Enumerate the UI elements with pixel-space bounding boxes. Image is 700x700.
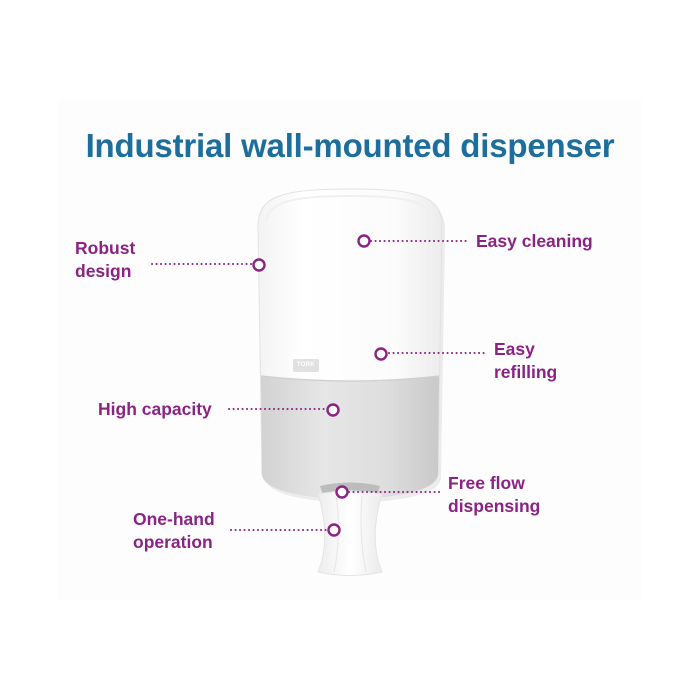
page-title: Industrial wall-mounted dispenser (85, 127, 615, 164)
label-robust-design: Robust design (75, 238, 136, 281)
label-high-capacity: High capacity (98, 399, 212, 419)
label-easy-refilling: Easy refilling (494, 339, 558, 382)
label-free-flow: Free flow dispensing (448, 473, 541, 516)
label-one-hand: One-hand operation (133, 509, 215, 552)
paper-towel (317, 490, 383, 576)
dispenser-cap-highlight (265, 194, 435, 223)
brand-logo: TORK (293, 359, 319, 372)
window-edge (260, 375, 440, 382)
label-easy-cleaning: Easy cleaning (476, 231, 593, 251)
dispenser-window (261, 376, 439, 499)
